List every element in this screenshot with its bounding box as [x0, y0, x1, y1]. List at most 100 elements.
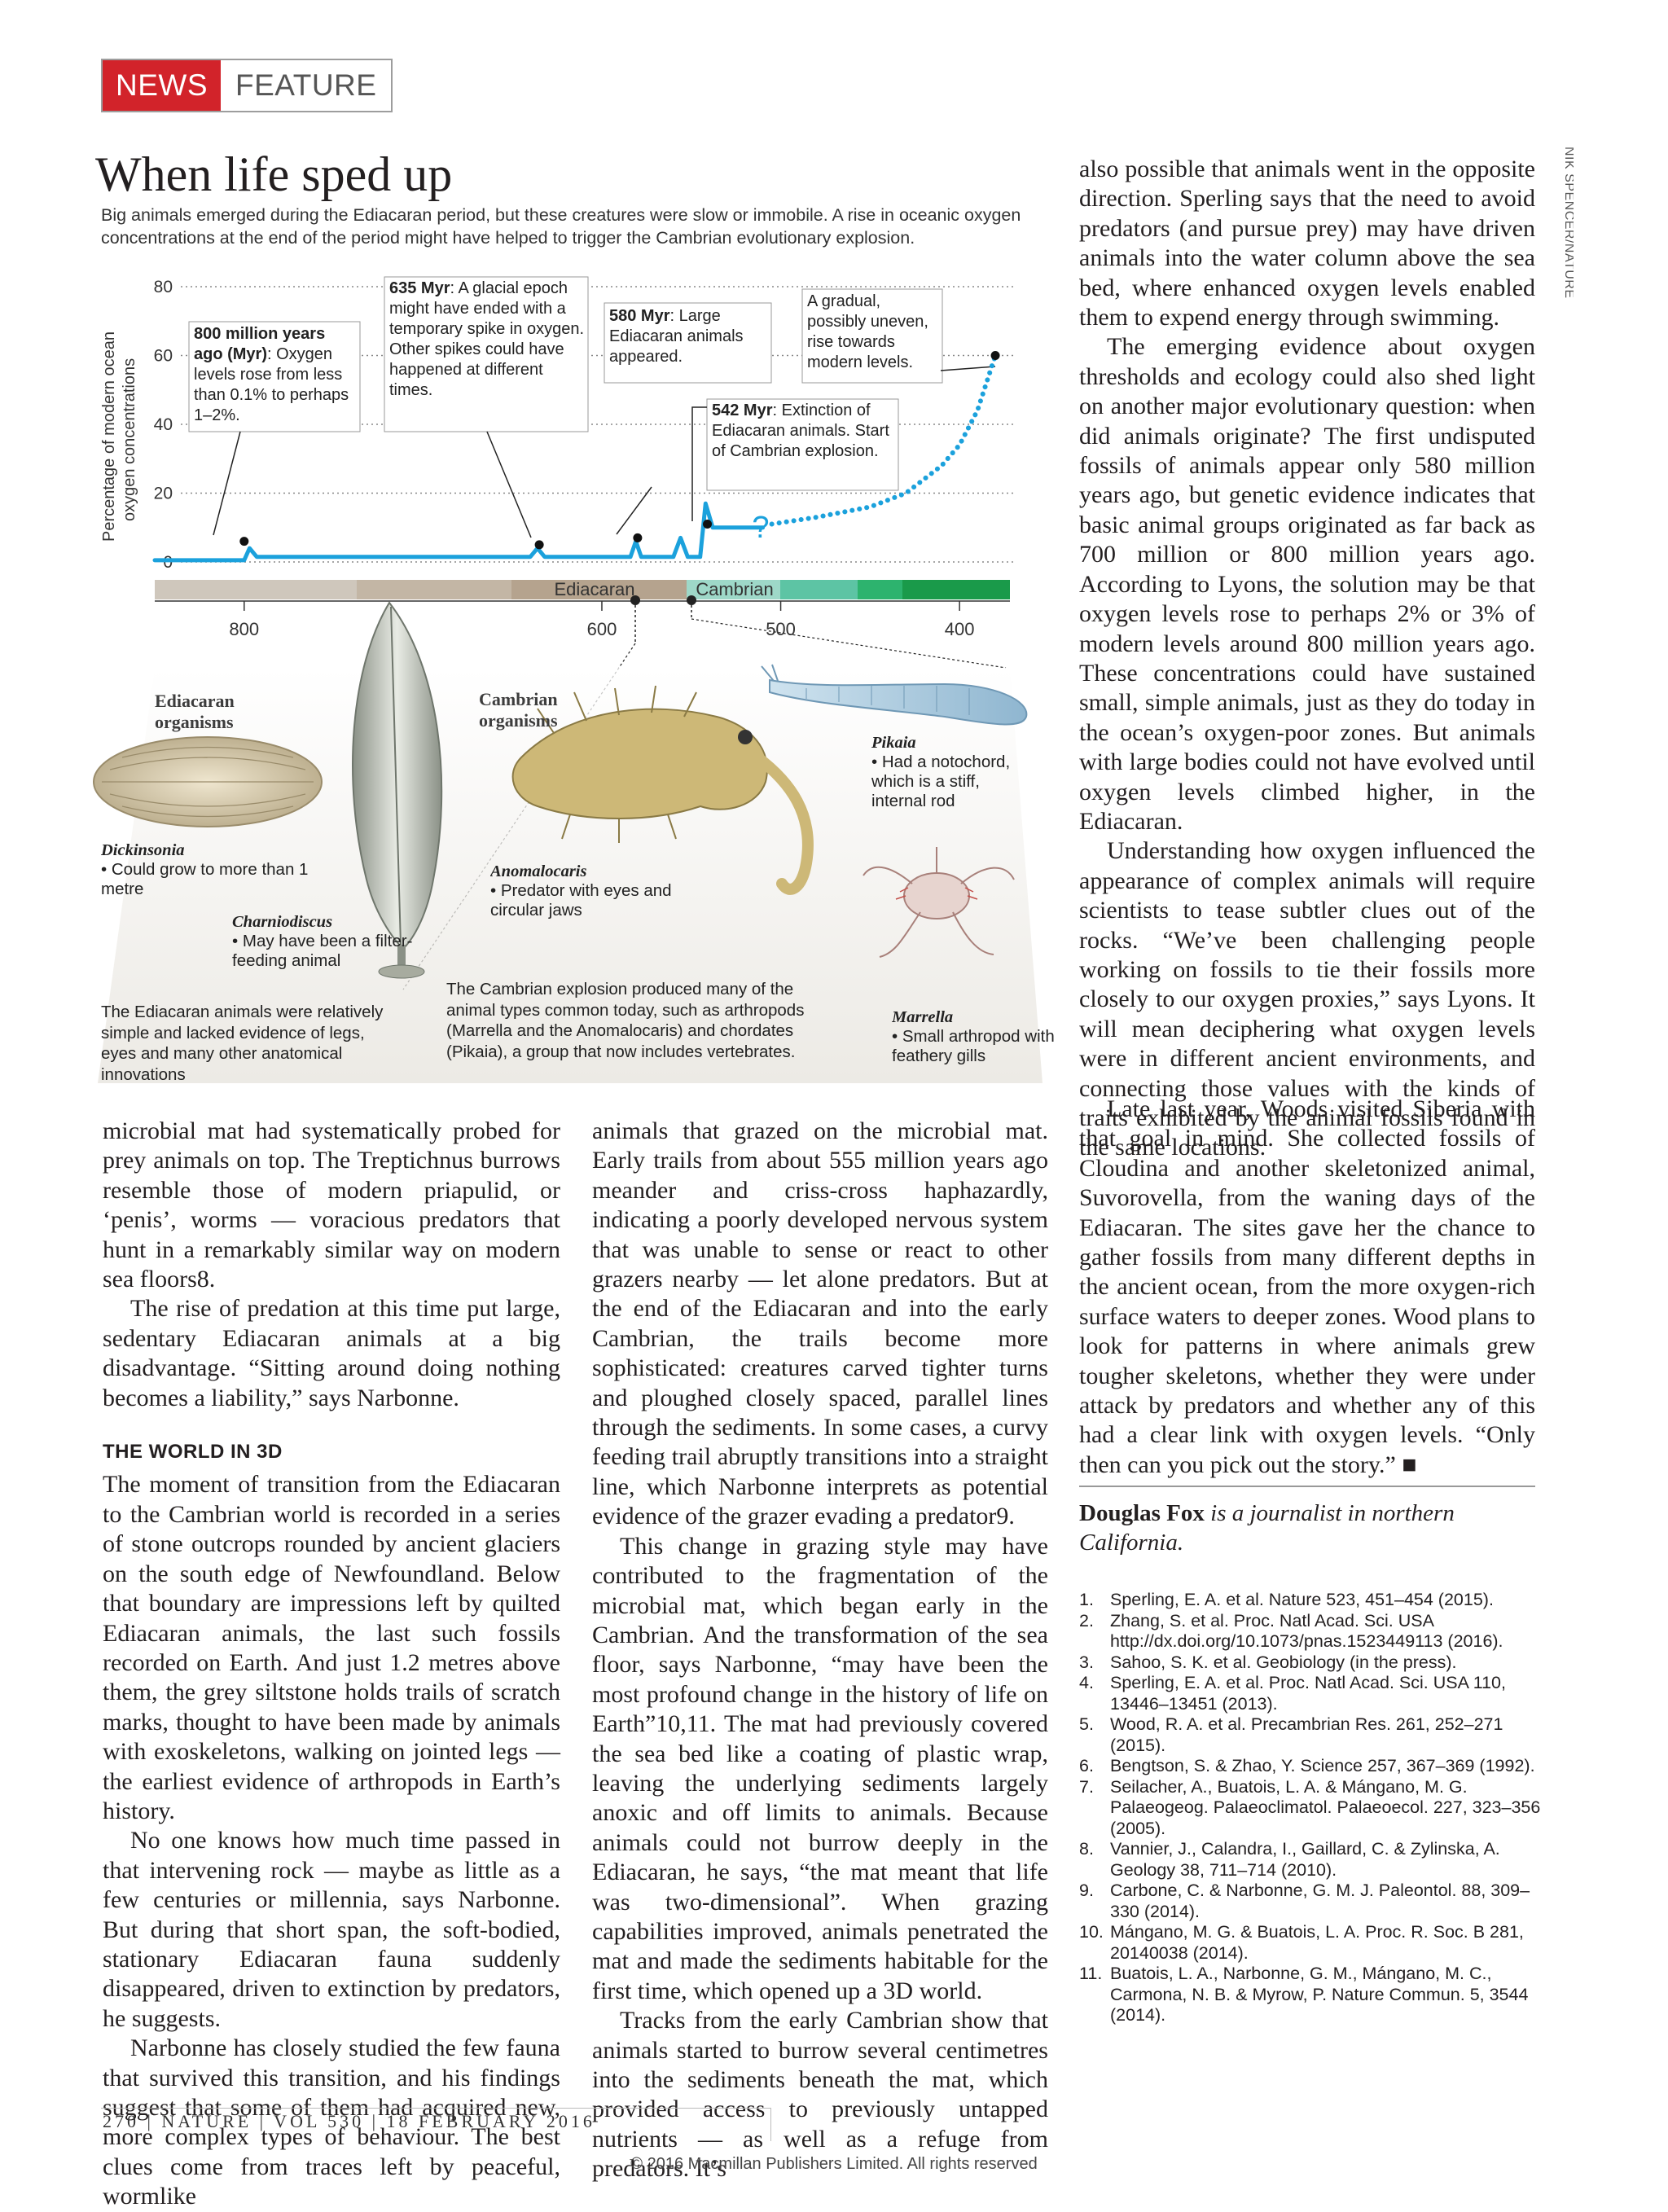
event-markers: [239, 351, 1000, 550]
callout-580-bold: 580 Myr: [609, 307, 670, 325]
cambrian-caption: The Cambrian explosion produced many of …: [446, 980, 805, 1061]
period-label-ediacaran: Ediacaran: [554, 579, 634, 599]
organism-name-dickinsonia: Dickinsonia: [101, 841, 185, 859]
callout-gradual: A gradual, possibly uneven, rise towards…: [801, 288, 943, 384]
organism-name-anomalocaris: Anomalocaris: [490, 862, 587, 880]
page-folio: 270 | NATURE | VOL 530 | 18 FEBRUARY 201…: [103, 2111, 595, 2131]
oxygen-line-projected: [769, 353, 999, 527]
article-column-2: animals that grazed on the microbial mat…: [592, 1117, 1048, 2184]
paragraph: This change in grazing style may have co…: [592, 1532, 1048, 2004]
x-tick-label: 500: [766, 619, 796, 639]
y-axis-title-line2: oxygen concentrations: [121, 358, 138, 521]
event-marker: [534, 540, 544, 550]
uncertainty-question-mark: ?: [752, 511, 769, 545]
reference-item: 8.Vannier, J., Calandra, I., Gaillard, C…: [1079, 1839, 1543, 1881]
reference-number: 7.: [1079, 1776, 1094, 1797]
cambrian-band: [687, 580, 780, 599]
callout-635: 635 Myr: A glacial epoch might have ende…: [384, 276, 589, 432]
paragraph: The emerging evidence about oxygen thres…: [1079, 333, 1535, 835]
author-bio: Douglas Fox is a journalist in northern …: [1079, 1499, 1535, 1557]
image-credit: NIK SPENCER/NATURE: [1562, 147, 1574, 299]
callout-542: 542 Myr: Extinction of Ediacaran animals…: [706, 398, 899, 491]
paragraph: also possible that animals went in the o…: [1079, 156, 1535, 331]
reference-text: Sperling, E. A. et al. Nature 523, 451–4…: [1110, 1590, 1494, 1609]
reference-number: 3.: [1079, 1652, 1094, 1672]
organism-name-pikaia: Pikaia: [871, 734, 916, 752]
callout-635-bold: 635 Myr: [389, 279, 450, 297]
organism-desc-dickinsonia: • Could grow to more than 1 metre: [101, 860, 309, 898]
paragraph: No one knows how much time passed in tha…: [103, 1827, 560, 2032]
copyright-notice: © 2016 Macmillan Publishers Limited. All…: [630, 2155, 1038, 2173]
reference-number: 10.: [1079, 1922, 1104, 1942]
reference-item: 11. Buatois, L. A., Narbonne, G. M., Máng…: [1079, 1964, 1543, 2026]
article-column-3: Late last year, Woods visited Siberia wi…: [1079, 1095, 1535, 1480]
callout-542-bold: 542 Myr: [712, 402, 773, 419]
y-tick-label: 20: [154, 485, 173, 503]
event-marker: [990, 351, 1000, 360]
period-label-cambrian: Cambrian: [696, 579, 773, 599]
reference-item: 6.Bengtson, S. & Zhao, Y. Science 257, 3…: [1079, 1756, 1543, 1777]
callout-580-text: : Large Ediacaran animals appeared.: [609, 307, 744, 366]
reference-item: 7. Seilacher, A., Buatois, L. A. & Mángan…: [1079, 1777, 1543, 1840]
organism-desc-marrella: • Small arthropod with feathery gills: [892, 1027, 1055, 1065]
paragraph: The rise of predation at this time put l…: [103, 1295, 560, 1411]
reference-text: Wood, R. A. et al. Precambrian Res. 261,…: [1110, 1714, 1503, 1755]
reference-text: Sahoo, S. K. et al. Geobiology (in the p…: [1110, 1652, 1457, 1672]
seafloor-illustration: [93, 601, 1042, 1083]
y-tick-label: 80: [154, 278, 173, 296]
reference-number: 8.: [1079, 1839, 1094, 1859]
reference-text: Carbone, C. & Narbonne, G. M. J. Paleont…: [1110, 1881, 1530, 1921]
reference-item: 1. Sperling, E. A. et al. Nature 523, 451…: [1079, 1590, 1543, 1611]
paragraph: Understanding how oxygen influenced the …: [1079, 837, 1535, 1161]
callout-580: 580 Myr: Large Ediacaran animals appeare…: [604, 302, 772, 384]
event-marker: [633, 533, 643, 542]
reference-item: 2.Zhang, S. et al. Proc. Natl Acad. Sci.…: [1079, 1611, 1543, 1652]
oxygen-line-measured: [152, 501, 766, 563]
figure-title: When life sped up: [95, 147, 453, 201]
column-divider: [1079, 1486, 1535, 1487]
callout-800-bold: 800 million years ago (Myr): [194, 325, 326, 363]
paragraph: Late last year, Woods visited Siberia wi…: [1079, 1095, 1535, 1478]
callout-leaders: [213, 366, 996, 538]
callout-635-text: : A glacial epoch might have ended with …: [389, 279, 585, 399]
reference-item: 3. Sahoo, S. K. et al. Geobiology (in the…: [1079, 1652, 1543, 1674]
marrella-illustration: [863, 847, 1015, 958]
organism-desc-charniodiscus: • May have been a filter-feeding animal: [232, 932, 413, 970]
reference-number: 11.: [1079, 1964, 1103, 1983]
reference-number: 2.: [1079, 1610, 1094, 1630]
organism-desc-pikaia: • Had a notochord, which is a stiff, int…: [871, 753, 1011, 810]
reference-text: Buatois, L. A., Narbonne, G. M., Mángano…: [1110, 1964, 1529, 2025]
x-tick-label: 800: [229, 619, 259, 639]
timeline-bar: Ediacaran Cambrian: [155, 579, 1010, 602]
event-marker: [239, 537, 249, 546]
organism-name-marrella: Marrella: [892, 1008, 954, 1026]
reference-number: 1.: [1079, 1590, 1094, 1609]
callout-800-text: : Oxygen levels rose from less than 0.1%…: [194, 345, 349, 424]
reference-text: Seilacher, A., Buatois, L. A. & Mángano,…: [1110, 1776, 1541, 1838]
reference-text: Sperling, E. A. et al. Proc. Natl Acad. …: [1110, 1673, 1506, 1714]
event-marker: [703, 520, 713, 529]
article-column-1: microbial mat had systematically probed …: [103, 1117, 560, 2212]
x-tick-label: 400: [945, 619, 975, 639]
section-header: NEWS FEATURE: [101, 59, 393, 112]
callout-gradual-text: A gradual, possibly uneven, rise towards…: [807, 292, 928, 371]
reference-item: 10.Mángano, M. G. & Buatois, L. A. Proc.…: [1079, 1922, 1543, 1964]
ediacaran-band: [511, 580, 687, 599]
y-axis-title-line1: Percentage of modern ocean: [100, 331, 118, 542]
section-label-news: NEWS: [103, 60, 221, 111]
author-name: Douglas Fox: [1079, 1500, 1205, 1526]
paragraph: animals that grazed on the microbial mat…: [592, 1117, 1048, 1530]
y-tick-label: 0: [163, 553, 173, 572]
callout-800: 800 million years ago (Myr): Oxygen leve…: [188, 321, 361, 432]
y-tick-label: 60: [154, 347, 173, 366]
image-credit-text: NIK SPENCER/NATURE: [1562, 147, 1574, 299]
paragraph: microbial mat had systematically probed …: [103, 1117, 560, 1293]
figure-subtitle: Big animals emerged during the Ediacaran…: [101, 205, 1021, 248]
section-heading: THE WORLD IN 3D: [103, 1441, 283, 1464]
reference-number: 4.: [1079, 1673, 1094, 1692]
y-axis-title: Percentage of modern ocean oxygen concen…: [100, 331, 138, 542]
pikaia-illustration: [761, 664, 1028, 726]
reference-item: 9.Carbone, C. & Narbonne, G. M. J. Paleo…: [1079, 1881, 1543, 1922]
